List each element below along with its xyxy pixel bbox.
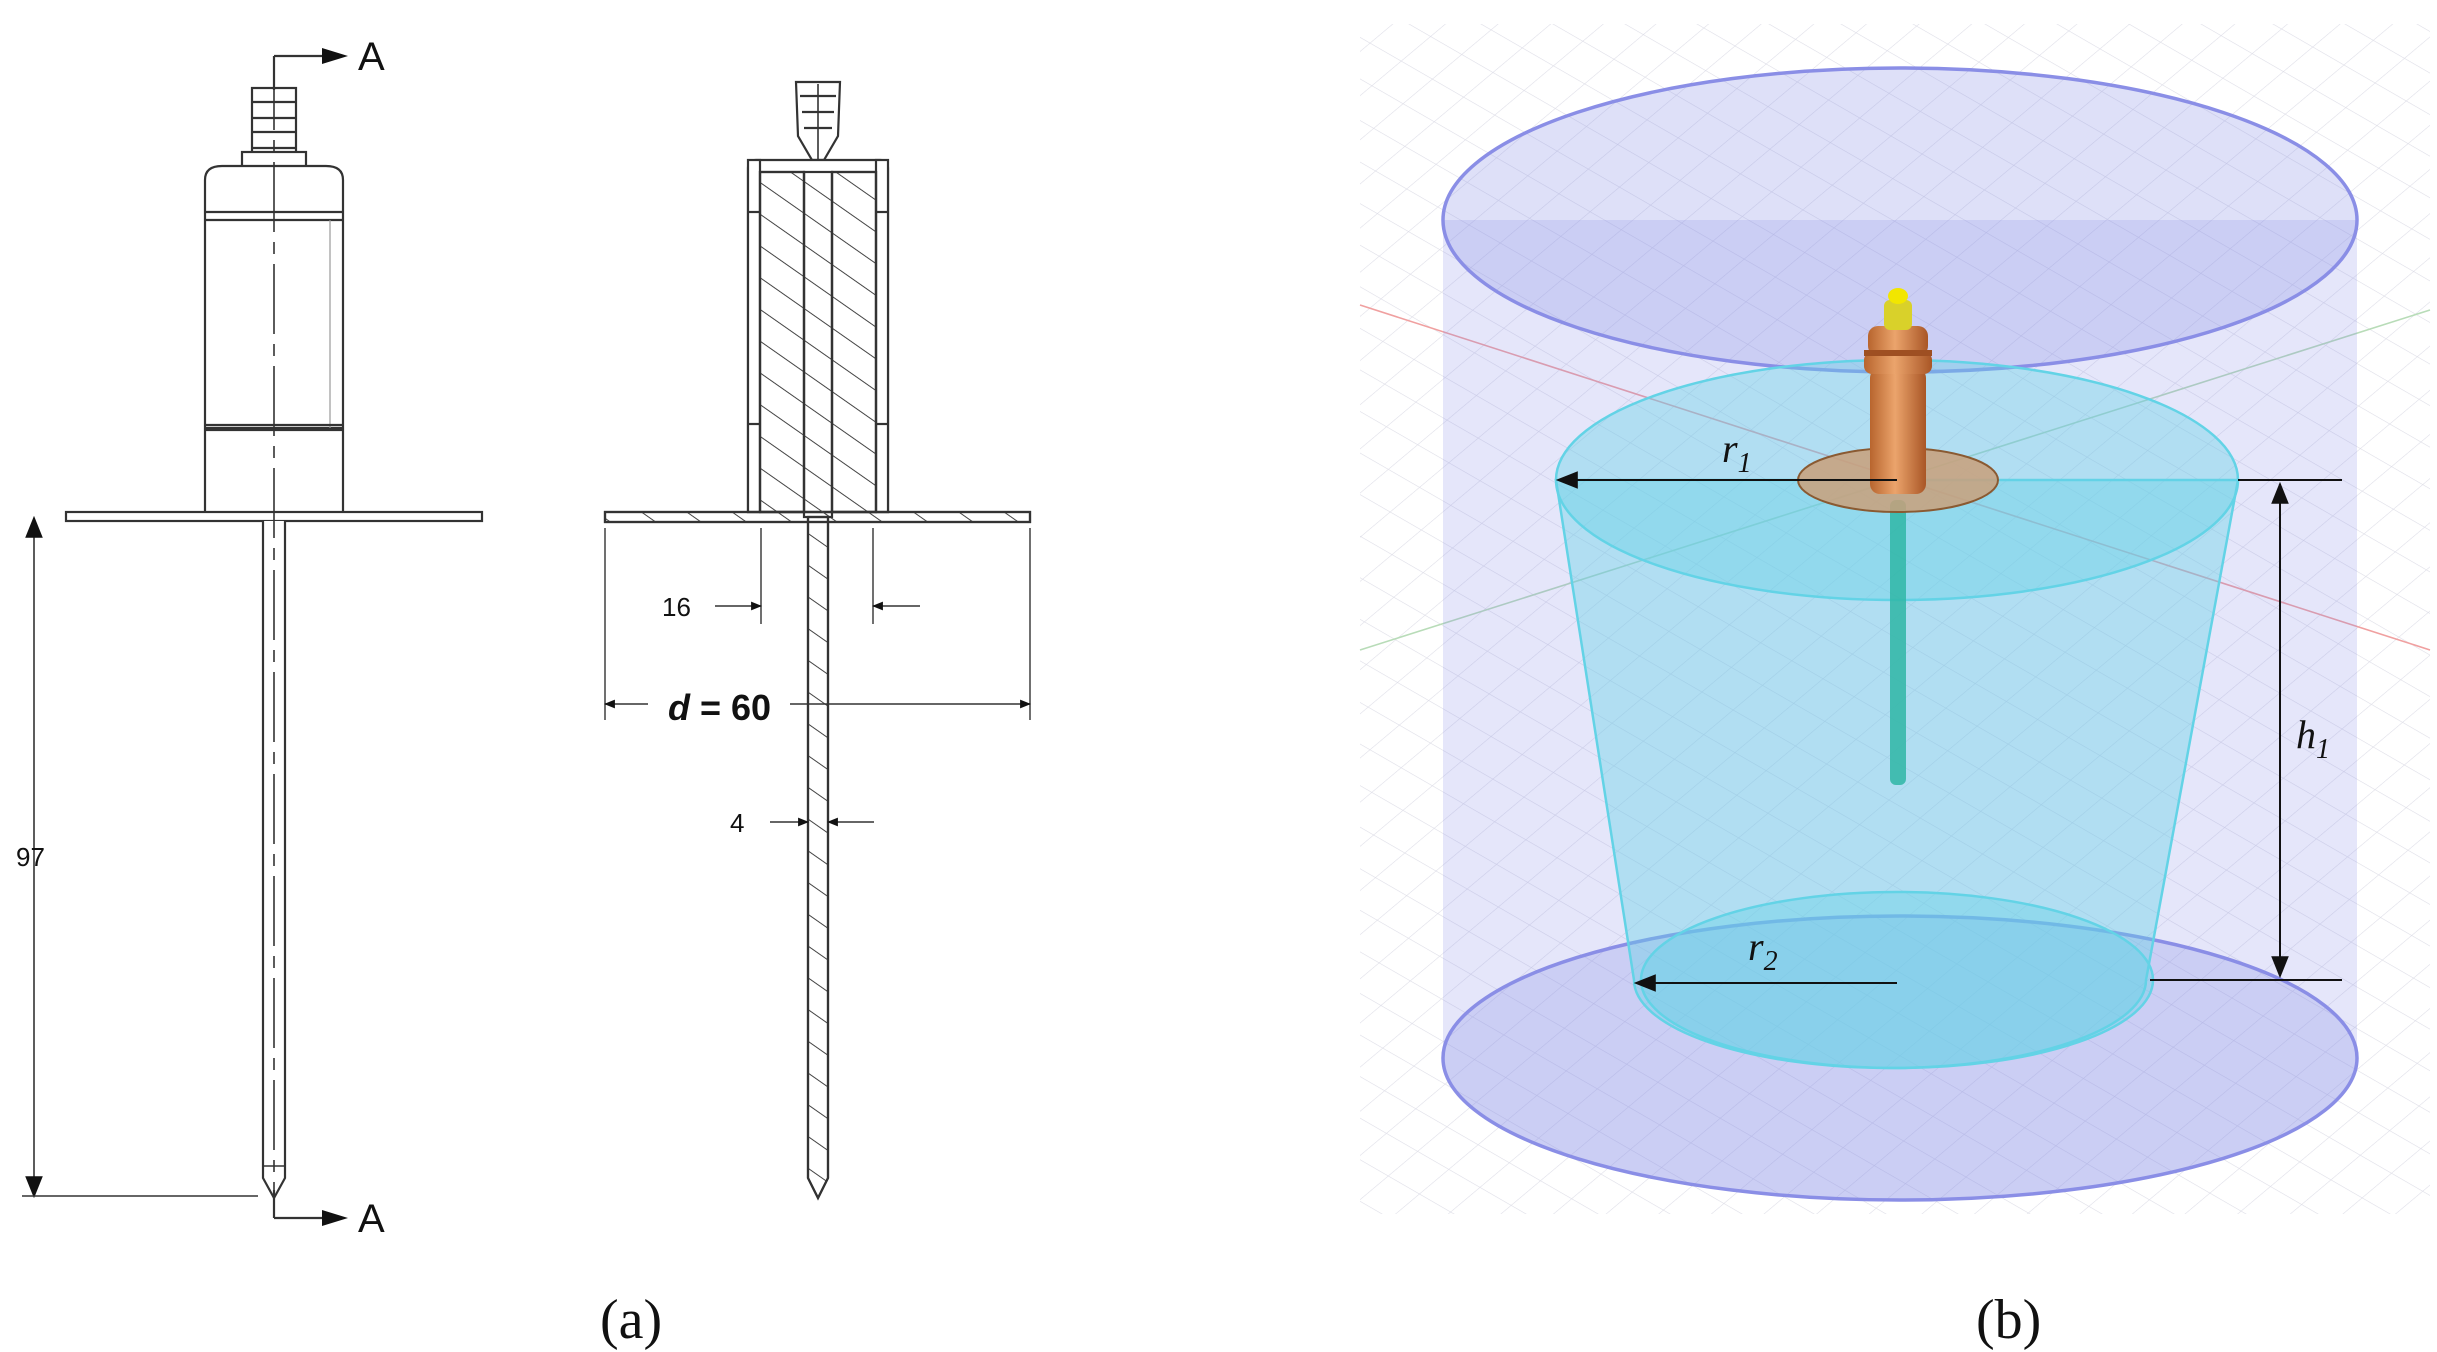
r2-subscript: 2 xyxy=(1764,946,1778,977)
panel-b-simulation-view xyxy=(1359,24,2431,1214)
wall-dimension-label: 16 xyxy=(662,592,691,622)
diameter-dimension-label: d = 60 xyxy=(668,687,771,728)
r1-label: r1 xyxy=(1722,426,1752,479)
h1-subscript: 1 xyxy=(2316,734,2330,765)
r1-subscript: 1 xyxy=(1738,448,1752,479)
diameter-variable: d xyxy=(668,687,691,728)
panel-b-dimensions xyxy=(1555,471,2342,992)
section-top-label: A xyxy=(358,35,385,79)
h1-base: h xyxy=(2296,712,2316,757)
rod-dimension-label: 4 xyxy=(730,808,744,838)
panel-b-caption: (b) xyxy=(1976,1289,2041,1351)
h1-label: h1 xyxy=(2296,712,2330,765)
probe-section-view xyxy=(603,80,1032,1201)
probe-model xyxy=(1797,288,1999,785)
panel-a-caption: (a) xyxy=(600,1289,662,1351)
probe-tip-highlight xyxy=(1888,288,1908,304)
panel-a-drawing xyxy=(22,48,1032,1226)
section-bottom-label: A xyxy=(358,1197,385,1241)
probe-exterior-view xyxy=(22,48,484,1226)
r2-base: r xyxy=(1748,924,1764,969)
length-dimension-label: 97 xyxy=(16,842,45,872)
r2-label: r2 xyxy=(1748,924,1778,977)
diameter-value: = 60 xyxy=(690,687,771,728)
r1-base: r xyxy=(1722,426,1738,471)
